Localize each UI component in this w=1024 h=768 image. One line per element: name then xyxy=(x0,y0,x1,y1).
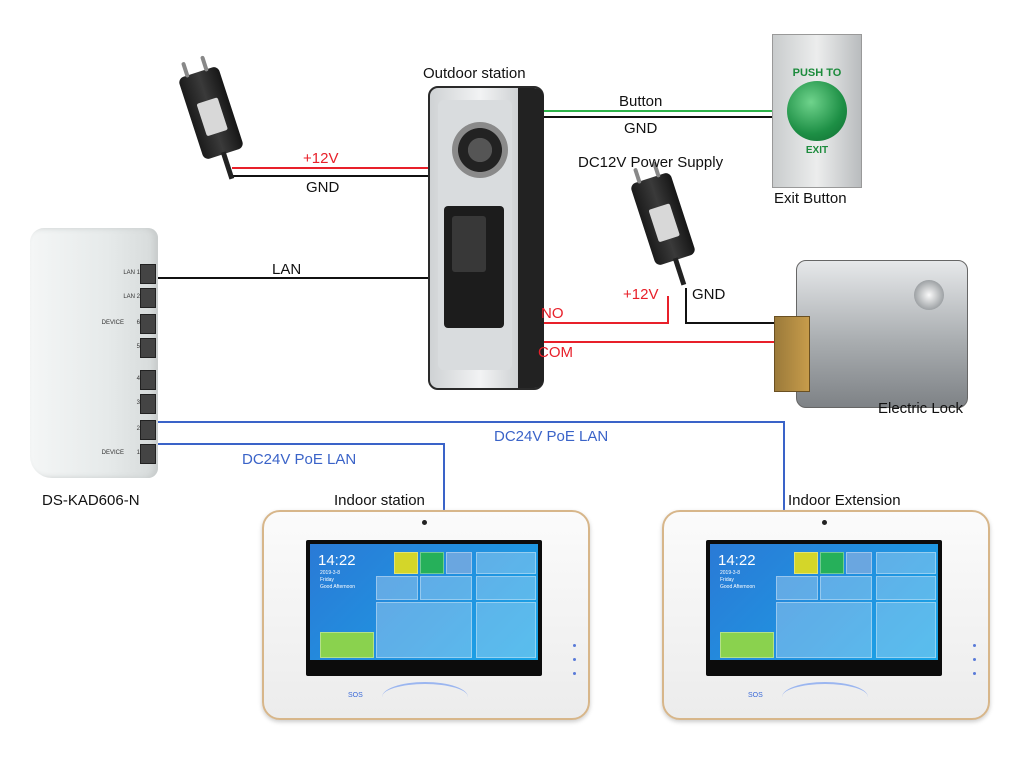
camera-icon xyxy=(452,122,508,178)
wire-poe-indoor xyxy=(156,443,445,510)
tile-call xyxy=(476,552,536,574)
label-indoor-station: Indoor station xyxy=(334,492,425,509)
tile-welcome xyxy=(794,552,818,574)
label-dc24v-poe-lan-left: DC24V PoE LAN xyxy=(242,451,357,468)
tile-settings xyxy=(820,576,872,600)
label-plus12v-right: +12V xyxy=(623,286,659,303)
tile-centre xyxy=(720,632,774,658)
label-gnd-button: GND xyxy=(624,120,658,137)
electric-lock-device xyxy=(774,250,972,410)
tile-live-view xyxy=(476,602,536,658)
label-com: COM xyxy=(538,344,573,361)
port-label-5: 5 xyxy=(136,344,140,350)
tile-welcome xyxy=(394,552,418,574)
port-label-4: 4 xyxy=(136,376,140,382)
port-label-1: 1 xyxy=(136,450,140,456)
label-switch-model: DS-KAD606-N xyxy=(42,492,140,509)
port-label-device-bottom: DEVICE xyxy=(101,450,124,456)
lock-knob xyxy=(914,280,944,310)
label-dc24v-poe-lan-right: DC24V PoE LAN xyxy=(494,428,609,445)
label-button: Button xyxy=(619,93,663,110)
port-2 xyxy=(140,420,156,440)
label-outdoor-station: Outdoor station xyxy=(423,65,526,82)
camera-dot xyxy=(422,520,427,525)
port-3 xyxy=(140,394,156,414)
port-label-6: 6 xyxy=(136,320,140,326)
label-dc12v-power-supply: DC12V Power Supply xyxy=(578,154,724,171)
exit-button-device: PUSH TO EXIT xyxy=(772,34,862,188)
sos-button: SOS xyxy=(748,692,763,699)
port-6 xyxy=(140,314,156,334)
port-label-device-top: DEVICE xyxy=(101,320,124,326)
tile-information xyxy=(476,576,536,600)
wire-poe-extension xyxy=(156,421,785,510)
poe-switch-device: LAN 1 LAN 2 DEVICE 6 5 4 3 2 DEVICE 1 xyxy=(30,228,158,478)
camera-dot xyxy=(822,520,827,525)
tile-notify xyxy=(846,552,872,574)
tile-arming-status xyxy=(776,602,872,658)
label-gnd-left: GND xyxy=(306,179,340,196)
port-label-lan1: LAN 1 xyxy=(123,270,140,276)
port-lan1 xyxy=(140,264,156,284)
tile-settings xyxy=(420,576,472,600)
fingerprint-reader xyxy=(444,206,504,328)
exit-button-top-text: PUSH TO xyxy=(792,67,842,79)
label-plus12v-left: +12V xyxy=(303,150,339,167)
tile-live-view xyxy=(876,602,936,658)
tile-wifi xyxy=(776,576,818,600)
label-gnd-right: GND xyxy=(692,286,726,303)
label-electric-lock: Electric Lock xyxy=(878,400,964,417)
tile-information xyxy=(876,576,936,600)
push-button-dome xyxy=(787,81,847,141)
tile-arming-status xyxy=(376,602,472,658)
sos-button: SOS xyxy=(348,692,363,699)
port-label-2: 2 xyxy=(136,426,140,432)
screen-time: 14:22 xyxy=(718,552,756,569)
tile-notify xyxy=(446,552,472,574)
outdoor-station-device xyxy=(428,86,544,390)
port-lan2 xyxy=(140,288,156,308)
label-lan: LAN xyxy=(272,261,302,278)
port-label-3: 3 xyxy=(136,400,140,406)
tile-connected xyxy=(420,552,444,574)
exit-button-bottom-text: EXIT xyxy=(805,145,829,156)
port-1 xyxy=(140,444,156,464)
label-indoor-extension: Indoor Extension xyxy=(788,492,901,509)
wire-gnd-right xyxy=(685,288,778,324)
port-label-lan2: LAN 2 xyxy=(123,294,140,300)
tile-wifi xyxy=(376,576,418,600)
tile-call xyxy=(876,552,936,574)
tile-connected xyxy=(820,552,844,574)
screen-time: 14:22 xyxy=(318,552,356,569)
port-5 xyxy=(140,338,156,358)
tile-centre xyxy=(320,632,374,658)
label-exit-button: Exit Button xyxy=(774,190,847,207)
label-no: NO xyxy=(541,305,564,322)
wire-no xyxy=(540,296,669,324)
port-4 xyxy=(140,370,156,390)
